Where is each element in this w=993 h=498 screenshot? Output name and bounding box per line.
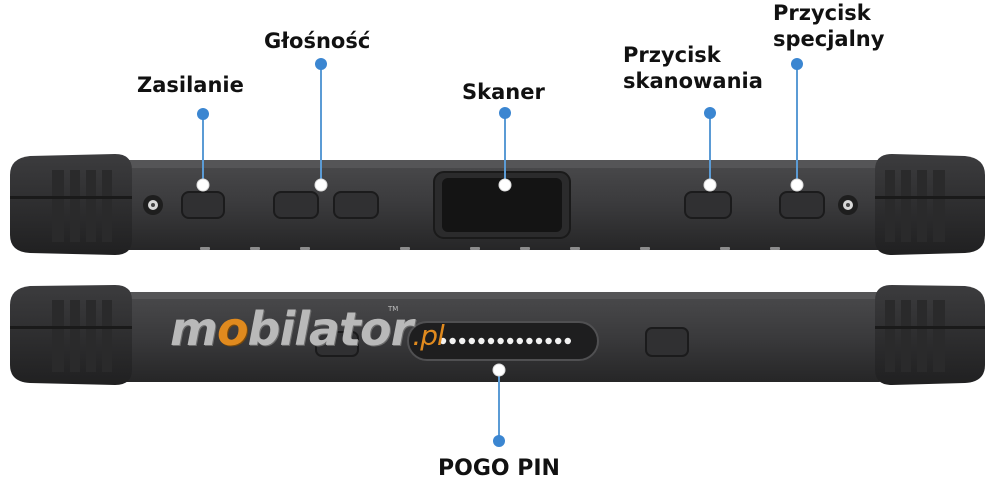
pogo-pin-contact (468, 337, 475, 345)
pogo-pin-contact (507, 337, 514, 345)
device-bottom-edge (10, 285, 985, 385)
bottom-body-highlight (105, 292, 885, 299)
pogo-pin-contact (487, 337, 495, 345)
anchor-pogo (492, 363, 506, 377)
power-button[interactable] (181, 191, 225, 219)
brand-text: bilator (247, 302, 414, 356)
anchor-power (196, 178, 210, 192)
label-scanner-text: Skaner (462, 80, 545, 104)
bottom-port-cover-left (315, 331, 359, 357)
bottom-right-bumper (875, 285, 985, 385)
screw-left-icon (143, 195, 163, 215)
brand-letter-m: m (170, 302, 218, 356)
label-scan-button-line1: Przycisk (623, 43, 721, 67)
volume-up-button[interactable] (273, 191, 319, 219)
callout-dot-scan-button (704, 107, 716, 119)
callout-dot-scanner (499, 107, 511, 119)
pogo-pin-contact (439, 337, 447, 345)
anchor-scanner (498, 178, 512, 192)
callout-dot-volume (315, 58, 327, 70)
label-pogo-pin: POGO PIN (438, 456, 560, 482)
bottom-port-cover-right (645, 327, 689, 357)
brand-letter-o: o (216, 302, 249, 356)
label-volume: Głośność (264, 28, 370, 54)
special-button[interactable] (779, 191, 825, 219)
scan-button[interactable] (684, 191, 732, 219)
anchor-volume (314, 178, 328, 192)
label-special-button: Przycisk specjalny (773, 0, 884, 52)
brand-suffix: .pl (412, 319, 444, 352)
pogo-pin-contact (545, 337, 552, 345)
label-scanner: Skaner (462, 79, 545, 105)
top-right-bumper (875, 154, 985, 255)
callout-dot-special-button (791, 58, 803, 70)
callout-anchors (196, 178, 804, 377)
pogo-pin-contact (459, 337, 466, 345)
pogo-pin-contact (516, 337, 523, 345)
pogo-pin-contact (564, 337, 571, 345)
pogo-pin-contact (555, 337, 562, 345)
label-power-text: Zasilanie (137, 73, 244, 97)
pogo-pins (439, 337, 571, 345)
label-special-button-line2: specjalny (773, 27, 885, 51)
screw-right-icon (838, 195, 858, 215)
pogo-pin-contact (535, 337, 543, 345)
trademark-mark: TM (388, 305, 399, 313)
label-scan-button-line2: skanowania (623, 69, 763, 93)
label-volume-text: Głośność (264, 29, 371, 53)
brand-watermark: mobilator.pl (170, 302, 445, 356)
pogo-pin-contact (478, 337, 485, 345)
volume-down-button[interactable] (333, 191, 379, 219)
top-body-highlight (105, 160, 885, 168)
scanner-lens (442, 178, 562, 232)
label-scan-button: Przycisk skanowania (623, 42, 763, 94)
top-seam (200, 247, 780, 250)
callouts (202, 64, 798, 441)
callout-dot-power (197, 108, 209, 120)
device-top-edge (10, 154, 985, 255)
anchor-special-button (790, 178, 804, 192)
pogo-pin-contact (449, 337, 456, 345)
label-special-button-line1: Przycisk (773, 1, 871, 25)
anchor-scan-button (703, 178, 717, 192)
bottom-left-bumper (10, 285, 132, 385)
top-left-bumper (10, 154, 132, 255)
label-pogo-pin-text: POGO PIN (438, 456, 560, 481)
pogo-pin-contact (497, 337, 504, 345)
pogo-pin-contact (526, 337, 533, 345)
label-power: Zasilanie (137, 72, 244, 98)
callout-dots (197, 58, 803, 447)
callout-dot-pogo (493, 435, 505, 447)
